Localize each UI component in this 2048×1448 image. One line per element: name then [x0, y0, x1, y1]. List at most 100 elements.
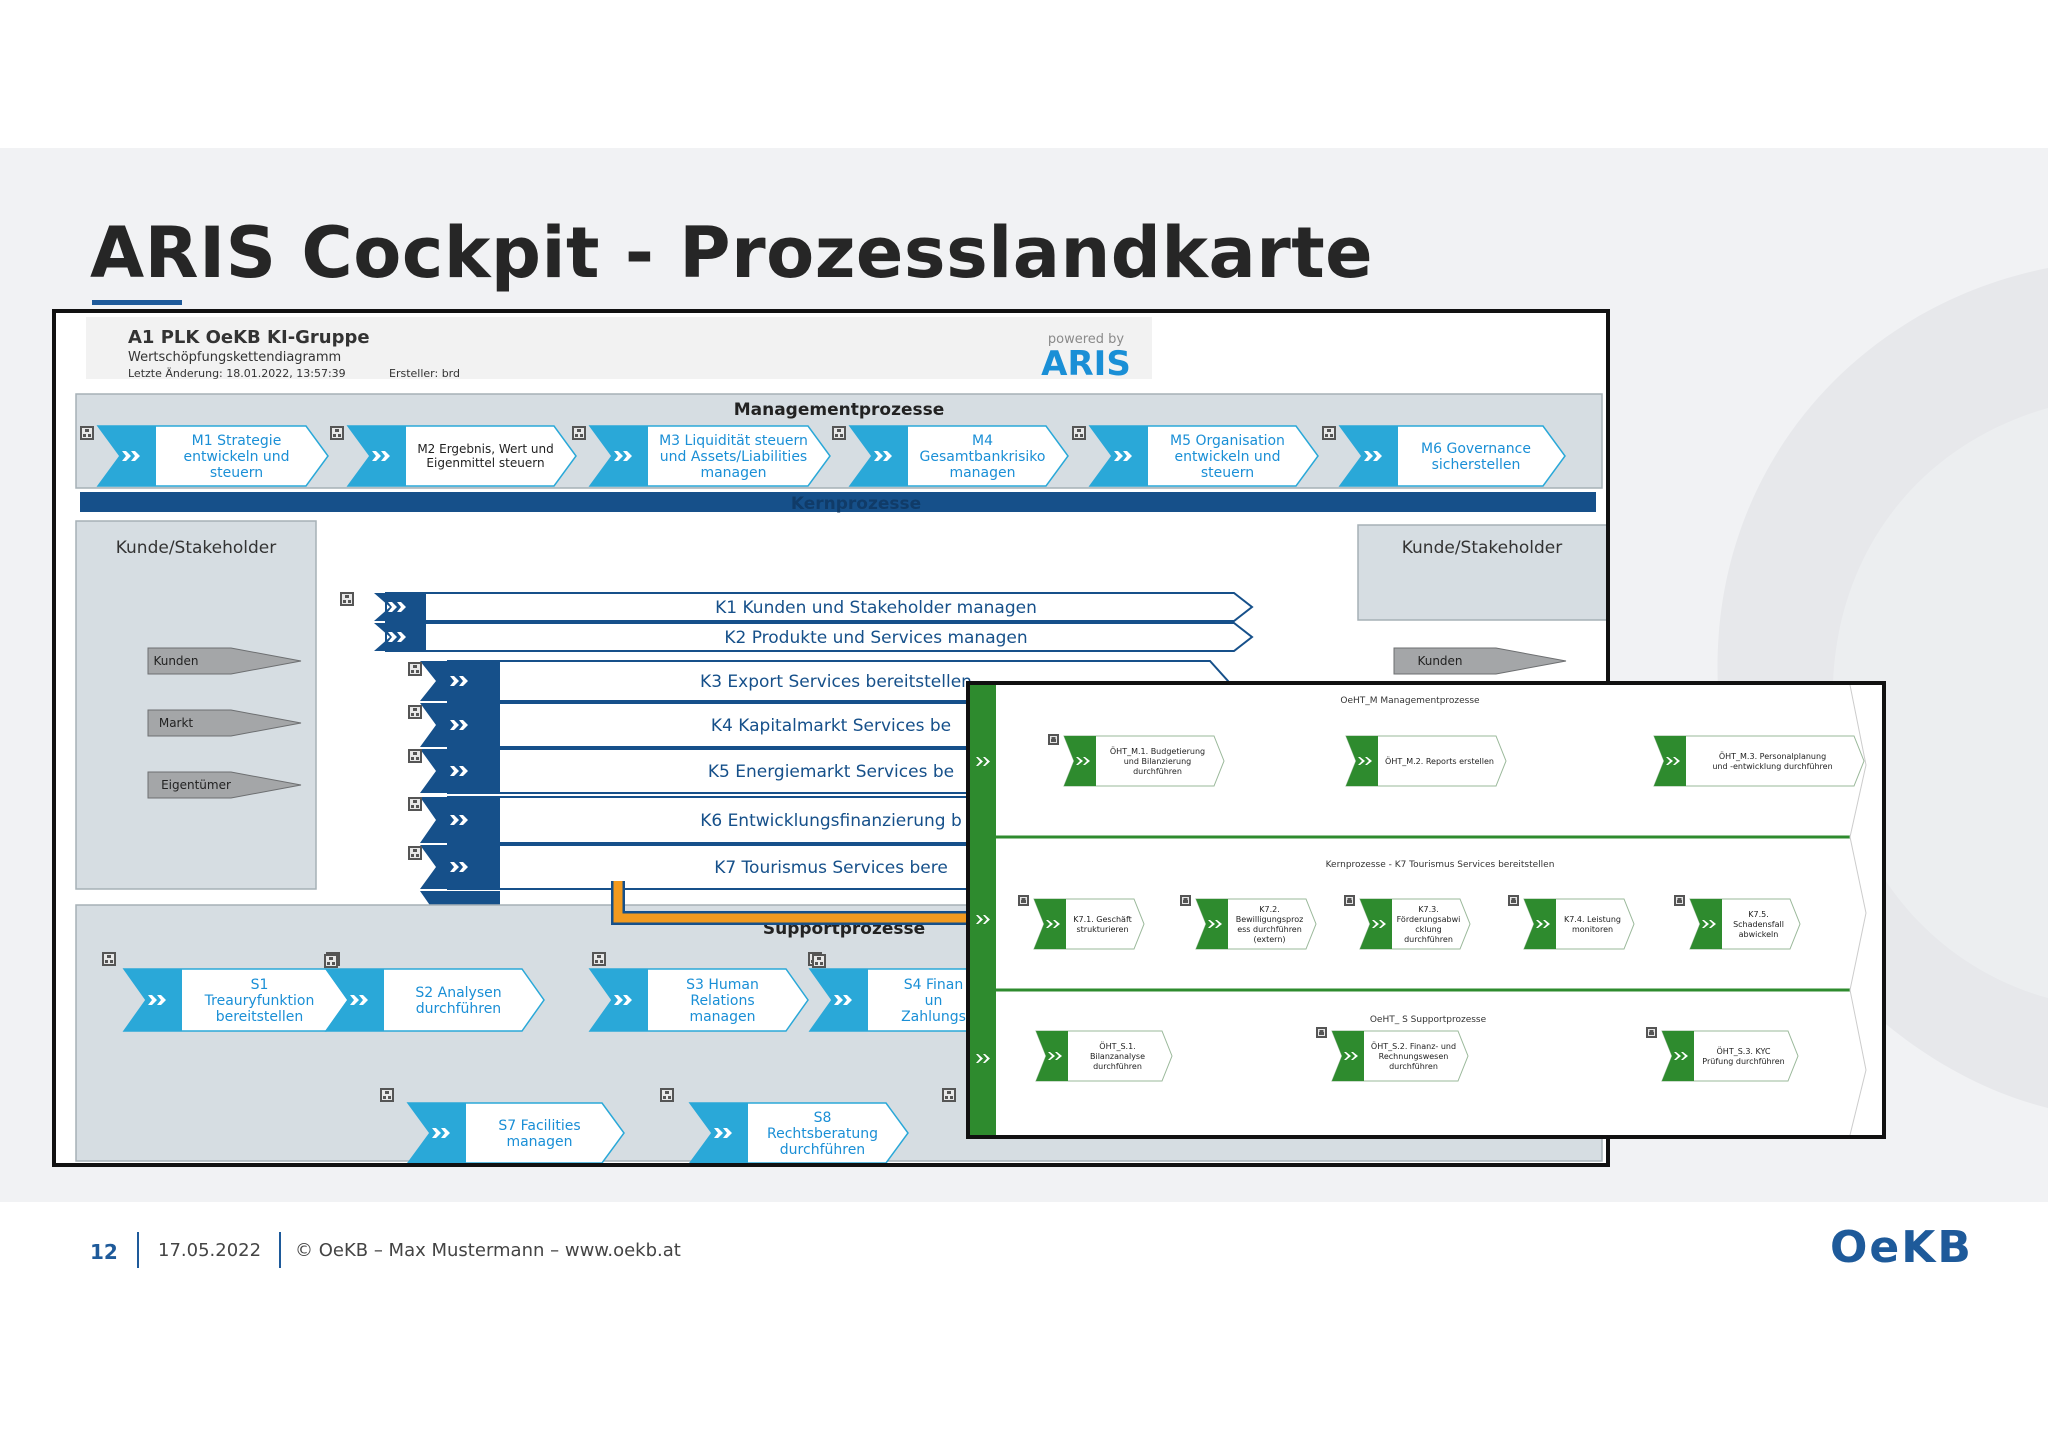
process-label-line: Rechnungswesen	[1379, 1052, 1449, 1061]
kern-process-1[interactable]: K1 Kunden und Stakeholder managen	[374, 592, 1254, 622]
process-label-line: ÖHT_S.1.	[1099, 1041, 1135, 1051]
chevron-double-icon	[714, 1128, 723, 1138]
detail-green-spine	[970, 685, 996, 1135]
process-label-line: managen	[689, 1009, 755, 1025]
process-label-line: steuern	[1201, 465, 1254, 481]
chevron-double-icon	[1702, 920, 1709, 928]
process-label-line: ÖHT_M.2. Reports erstellen	[1385, 756, 1494, 766]
chevron-double-icon	[1372, 920, 1379, 928]
kern-process-label: K1 Kunden und Stakeholder managen	[715, 598, 1037, 618]
process-label-line: Gesamtbankrisiko	[920, 449, 1046, 465]
detail-mgmt-process-2[interactable]: ÖHT_M.2. Reports erstellen	[1345, 735, 1507, 787]
process-label-line: und -entwicklung durchführen	[1712, 762, 1832, 771]
chevron-double-icon	[976, 757, 983, 766]
footer-date: 17.05.2022	[158, 1240, 262, 1261]
process-label-line: Zahlungs	[901, 1009, 966, 1025]
slide-title: ARIS Cockpit - Prozesslandkarte	[90, 212, 1374, 294]
process-label-line: managen	[949, 465, 1015, 481]
stakeholder-right-title: Kunde/Stakeholder	[1402, 538, 1563, 558]
process-label-line: ÖHT_M.3. Personalplanung	[1719, 751, 1826, 761]
kern-label: Kernprozesse	[791, 494, 921, 514]
process-label-line: un	[925, 993, 943, 1009]
kern-process-label: K5 Energiemarkt Services be	[708, 762, 954, 782]
stakeholder-right-shape	[1393, 647, 1567, 675]
stakeholder-shape-3	[147, 771, 302, 799]
process-label-line: managen	[700, 465, 766, 481]
process-label-line: M5 Organisation	[1170, 433, 1285, 449]
detail-support-label: OeHT_ S Supportprozesse	[1370, 1015, 1487, 1025]
chevron-double-icon	[450, 766, 459, 776]
chevron-double-icon	[1536, 920, 1543, 928]
process-label-line: M3 Liquidität steuern	[659, 433, 808, 449]
footer-copyright: © OeKB – Max Mustermann – www.oekb.at	[295, 1240, 681, 1261]
chevron-double-icon	[450, 862, 459, 872]
k7-detail-diagram: OeHT_M Managementprozesse Kernprozesse -…	[970, 685, 1882, 1135]
process-label-line: und Bilanzierung	[1124, 757, 1192, 766]
chevron-double-icon	[450, 815, 459, 825]
process-label-line: Relations	[690, 993, 754, 1009]
kern-process-2[interactable]: K2 Produkte und Services managen	[374, 622, 1254, 652]
detail-support-process-2[interactable]: ÖHT_S.2. Finanz- undRechnungswesendurchf…	[1331, 1030, 1469, 1082]
kern-chevron-side	[420, 703, 500, 747]
kern-chevron-side	[420, 797, 500, 843]
process-label-line: entwickeln und	[183, 449, 289, 465]
stakeholder-label: Kunden	[153, 654, 198, 668]
process-label-line: entwickeln und	[1174, 449, 1280, 465]
chevron-double-icon	[1076, 757, 1083, 765]
process-label-line: Eigenmittel steuern	[426, 456, 544, 470]
chevron-double-icon	[614, 995, 623, 1005]
process-label-line: steuern	[210, 465, 263, 481]
stakeholder-label: Markt	[159, 716, 194, 730]
chevron-double-icon	[1114, 451, 1123, 461]
stakeholder-left-title: Kunde/Stakeholder	[116, 538, 277, 558]
process-label-line: durchführen	[416, 1001, 501, 1017]
page-number: 12	[90, 1240, 118, 1264]
process-label-line: K7.1. Geschäft	[1073, 915, 1132, 924]
process-label-line: durchführen	[780, 1142, 865, 1158]
process-label-line: durchführen	[1133, 767, 1182, 776]
kern-process-label: K2 Produkte und Services managen	[724, 628, 1027, 648]
chevron-double-icon	[874, 451, 883, 461]
chevron-double-icon	[1666, 757, 1673, 765]
process-label-line: ess durchführen	[1237, 925, 1302, 934]
chevron-double-icon	[148, 995, 157, 1005]
process-label-line: managen	[506, 1134, 572, 1150]
kern-process-label: K7 Tourismus Services bere	[714, 858, 948, 878]
process-label-line: ÖHT_S.3. KYC	[1717, 1046, 1771, 1056]
kern-chevron-side	[420, 661, 500, 701]
stakeholder-right-items: Kunden	[1393, 647, 1567, 675]
process-label-line: abwickeln	[1739, 930, 1779, 939]
process-label-line: S4 Finan	[904, 977, 964, 993]
kern-process-label: K4 Kapitalmarkt Services be	[711, 716, 951, 736]
aris-model-type: Wertschöpfungskettendiagramm	[128, 350, 341, 365]
process-label-line: Bewilligungsproz	[1236, 915, 1304, 924]
chevron-double-icon	[976, 1054, 983, 1063]
management-lane	[75, 393, 1603, 489]
process-label-line: durchführen	[1389, 1062, 1438, 1071]
title-underline	[92, 300, 182, 305]
detail-kern-label: Kernprozesse - K7 Tourismus Services ber…	[1326, 860, 1555, 870]
